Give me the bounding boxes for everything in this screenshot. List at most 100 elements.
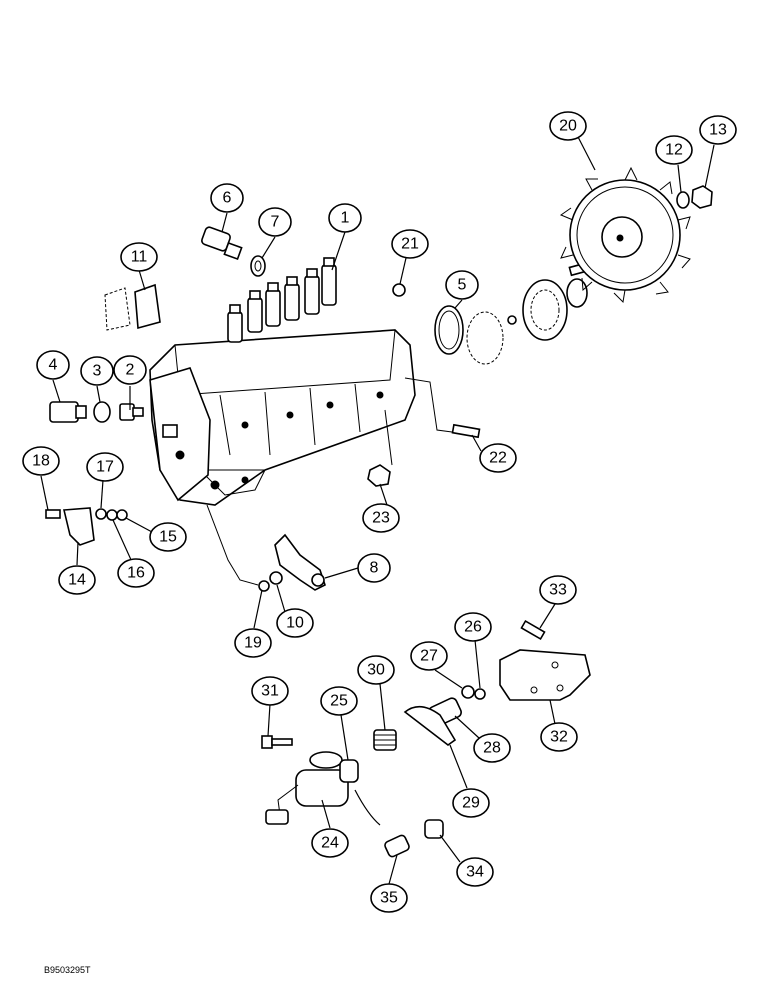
injection-pump-assembly bbox=[149, 257, 416, 506]
callout-10: 10 bbox=[276, 608, 314, 638]
cover-plate bbox=[104, 283, 161, 331]
callout-18: 18 bbox=[22, 446, 60, 476]
callout-17: 17 bbox=[86, 452, 124, 482]
svg-text:24: 24 bbox=[321, 835, 339, 852]
svg-text:3: 3 bbox=[93, 363, 102, 380]
svg-text:17: 17 bbox=[96, 459, 114, 476]
inlet-washer bbox=[93, 401, 111, 423]
callout-8: 8 bbox=[357, 553, 391, 583]
delivery-valve-holders bbox=[227, 257, 337, 343]
svg-text:11: 11 bbox=[131, 249, 148, 266]
solenoid-bolt bbox=[261, 735, 293, 749]
solenoid-bracket bbox=[499, 619, 591, 701]
svg-text:5: 5 bbox=[458, 277, 467, 294]
plunger-pin bbox=[384, 834, 410, 858]
return-spring bbox=[373, 729, 397, 751]
callout-35: 35 bbox=[370, 883, 408, 913]
plunger-sleeve bbox=[424, 819, 444, 839]
banjo-fitting bbox=[201, 226, 243, 261]
svg-text:26: 26 bbox=[464, 619, 482, 636]
svg-text:15: 15 bbox=[159, 529, 177, 546]
svg-text:35: 35 bbox=[380, 890, 398, 907]
svg-text:30: 30 bbox=[367, 662, 385, 679]
callout-32: 32 bbox=[540, 722, 578, 752]
svg-text:29: 29 bbox=[462, 795, 480, 812]
callout-2: 2 bbox=[113, 355, 147, 385]
callout-13: 13 bbox=[699, 115, 737, 145]
callout-23: 23 bbox=[362, 503, 400, 533]
callout-31: 31 bbox=[251, 676, 289, 706]
sealing-washer bbox=[250, 255, 266, 277]
svg-text:19: 19 bbox=[244, 635, 262, 652]
svg-text:22: 22 bbox=[489, 450, 507, 467]
svg-text:14: 14 bbox=[68, 572, 86, 589]
link-strap bbox=[403, 705, 457, 746]
callout-34: 34 bbox=[456, 857, 494, 887]
callout-7: 7 bbox=[258, 207, 292, 237]
callout-29: 29 bbox=[452, 788, 490, 818]
stud bbox=[451, 423, 481, 439]
callout-3: 3 bbox=[80, 356, 114, 386]
callout-27: 27 bbox=[410, 641, 448, 671]
callout-33: 33 bbox=[539, 575, 577, 605]
callout-12: 12 bbox=[655, 135, 693, 165]
inlet-adapter bbox=[119, 403, 144, 421]
drive-gear bbox=[559, 166, 691, 304]
callout-28: 28 bbox=[473, 733, 511, 763]
svg-text:34: 34 bbox=[466, 864, 484, 881]
lever-ring bbox=[258, 580, 270, 592]
svg-text:21: 21 bbox=[401, 236, 419, 253]
gear-nut bbox=[691, 185, 713, 209]
svg-text:2: 2 bbox=[126, 362, 135, 379]
callout-21: 21 bbox=[391, 229, 429, 259]
callout-6: 6 bbox=[210, 183, 244, 213]
leader-lines bbox=[40, 132, 715, 885]
callout-30: 30 bbox=[357, 655, 395, 685]
svg-text:6: 6 bbox=[223, 190, 232, 207]
o-ring-large bbox=[434, 305, 464, 355]
callout-5: 5 bbox=[445, 270, 479, 300]
svg-text:28: 28 bbox=[483, 740, 501, 757]
shutoff-solenoid bbox=[265, 751, 359, 825]
svg-text:12: 12 bbox=[665, 142, 683, 159]
svg-text:4: 4 bbox=[49, 357, 58, 374]
callout-24: 24 bbox=[311, 828, 349, 858]
callout-22: 22 bbox=[479, 443, 517, 473]
callout-14: 14 bbox=[58, 565, 96, 595]
inlet-fitting bbox=[49, 401, 87, 423]
svg-text:1: 1 bbox=[341, 210, 350, 227]
link-washer bbox=[474, 688, 486, 700]
mounting-nut bbox=[367, 464, 391, 487]
callout-19: 19 bbox=[234, 628, 272, 658]
svg-text:7: 7 bbox=[271, 214, 280, 231]
svg-text:31: 31 bbox=[261, 683, 279, 700]
callout-16: 16 bbox=[117, 558, 155, 588]
bracket-assembly bbox=[45, 507, 128, 546]
reference-code: B9503295T bbox=[44, 965, 91, 975]
svg-text:20: 20 bbox=[559, 118, 577, 135]
svg-text:8: 8 bbox=[370, 560, 379, 577]
gear-washer bbox=[676, 191, 690, 209]
o-ring-small bbox=[392, 283, 406, 297]
svg-text:23: 23 bbox=[372, 510, 390, 527]
svg-text:10: 10 bbox=[286, 615, 304, 632]
callout-25: 25 bbox=[320, 686, 358, 716]
svg-text:18: 18 bbox=[32, 453, 50, 470]
svg-text:16: 16 bbox=[127, 565, 145, 582]
callout-15: 15 bbox=[149, 522, 187, 552]
callout-1: 1 bbox=[328, 203, 362, 233]
callout-20: 20 bbox=[549, 111, 587, 141]
lever-washer bbox=[269, 571, 283, 585]
callout-4: 4 bbox=[36, 350, 70, 380]
svg-text:13: 13 bbox=[709, 122, 727, 139]
svg-text:33: 33 bbox=[549, 582, 567, 599]
svg-text:32: 32 bbox=[550, 729, 568, 746]
link-nut bbox=[461, 685, 475, 699]
svg-text:25: 25 bbox=[330, 693, 348, 710]
hub-assembly bbox=[466, 259, 598, 365]
shutoff-lever bbox=[274, 533, 326, 591]
callout-26: 26 bbox=[454, 612, 492, 642]
svg-text:27: 27 bbox=[420, 648, 438, 665]
callout-11: 11 bbox=[120, 242, 158, 272]
